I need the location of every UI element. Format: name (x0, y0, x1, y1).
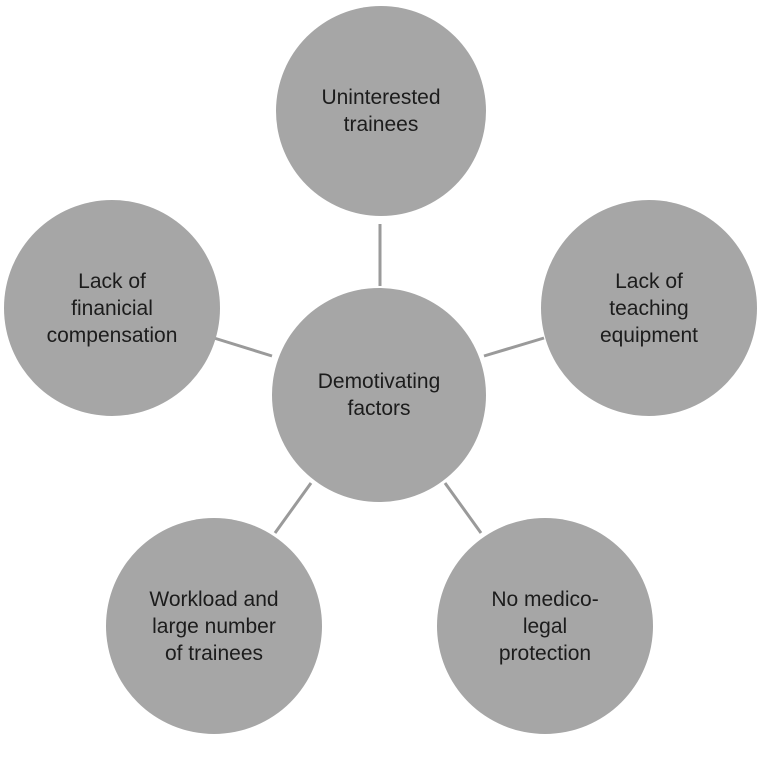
connector-right (483, 336, 545, 358)
node-lack-of-financial-compensation: Lack of finanicial compensation (4, 200, 220, 416)
node-no-medico-legal-protection: No medico- legal protection (437, 518, 653, 734)
connector-bottom-left (273, 482, 313, 534)
node-uninterested-trainees: Uninterested trainees (276, 6, 486, 216)
center-label: Demotivating factors (317, 370, 441, 420)
connector-bottom-right (443, 482, 483, 534)
node-label: Workload and large number of trainees (149, 587, 279, 665)
center-node-demotivating-factors: Demotivating factors (272, 288, 486, 502)
node-label: Lack of finanicial compensation (46, 269, 178, 347)
node-workload-and-large-number-of-trainees: Workload and large number of trainees (106, 518, 322, 734)
node-label: No medico- legal protection (491, 587, 599, 665)
node-label: Lack of teaching equipment (599, 269, 699, 347)
connector-left (213, 336, 273, 358)
node-label: Uninterested trainees (321, 86, 441, 136)
node-lack-of-teaching-equipment: Lack of teaching equipment (541, 200, 757, 416)
